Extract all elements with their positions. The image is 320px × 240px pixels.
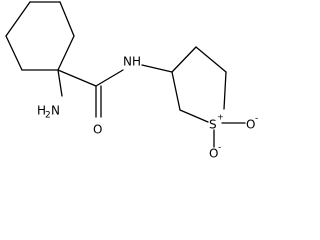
chemical-structure-diagram: H 2 N NH O S + O - O -: [5, 1, 258, 161]
ring-bond: [57, 35, 75, 71]
amino-n-label: N: [51, 104, 60, 118]
ring-bond: [223, 71, 227, 110]
sulfur-charge-label: +: [217, 113, 224, 122]
sulfone-o-bottom-charge: -: [218, 143, 221, 153]
sulfolane-ring: [171, 46, 227, 123]
amide-cn-bond: [95, 69, 124, 87]
ring-bond: [179, 109, 209, 123]
amino-subscript-label: 2: [45, 111, 51, 121]
ring-bond: [5, 35, 23, 71]
ring-bond: [171, 71, 181, 111]
sulfur-label: S: [209, 118, 217, 132]
c-nh2-bond: [57, 69, 63, 97]
carbonyl-o-label: O: [93, 123, 102, 137]
ring-bond: [5, 1, 31, 37]
c-carbonyl-bond: [57, 69, 97, 87]
sulfone-o-bottom-label: O: [209, 147, 218, 161]
ring-bond: [59, 1, 75, 37]
cyclohexane-ring: [5, 1, 75, 71]
n-ring-bond: [141, 64, 173, 73]
sulfone-o-right-label: O: [246, 118, 255, 132]
ring-bond: [171, 46, 197, 73]
sulfone-o-right-charge: -: [255, 114, 258, 124]
amide-nh-label: NH: [123, 55, 141, 69]
ring-bond: [195, 46, 227, 73]
amino-h-label: H: [37, 104, 46, 118]
